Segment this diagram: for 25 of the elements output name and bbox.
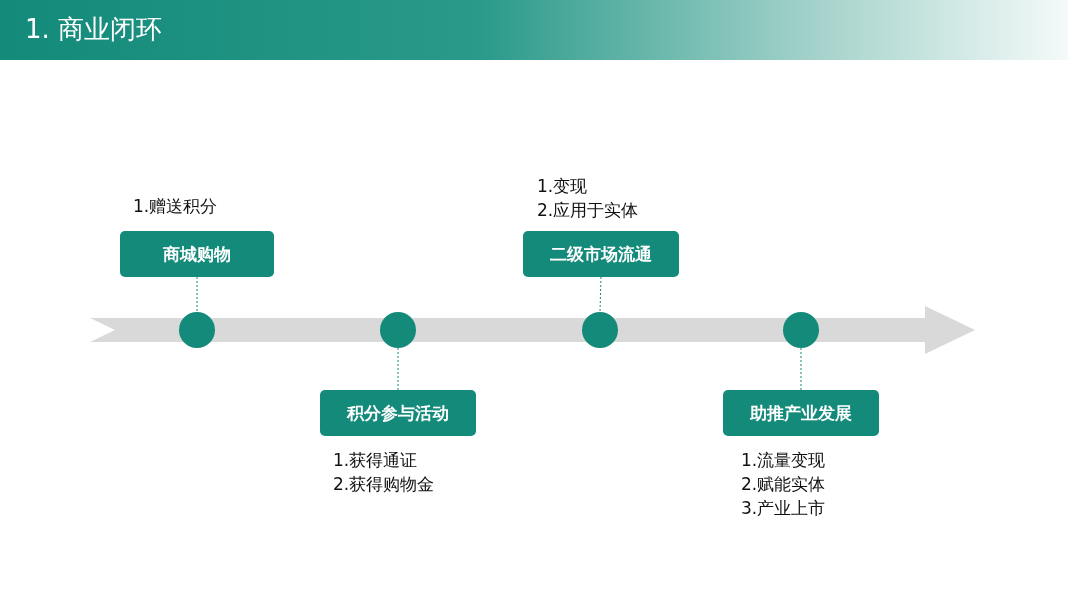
stage-label: 助推产业发展 [750, 401, 852, 425]
connector-line [397, 347, 399, 391]
stage-label: 积分参与活动 [347, 401, 449, 425]
timeline-dot [179, 312, 215, 348]
timeline-dot [783, 312, 819, 348]
connector-line [800, 347, 802, 391]
stage-label: 商城购物 [163, 242, 231, 266]
stage-box [523, 231, 679, 277]
stage-box [120, 231, 274, 277]
timeline-dot [582, 312, 618, 348]
note-text: 2.赋能实体 [741, 473, 826, 496]
note-text: 1.流量变现 [741, 449, 826, 472]
note-text: 1.获得通证 [333, 449, 418, 472]
note-text: 2.应用于实体 [537, 199, 639, 222]
timeline-dot [380, 312, 416, 348]
title: 1. 商业闭环 [25, 13, 163, 45]
note-text: 2.获得购物金 [333, 473, 435, 496]
connector-line [599, 276, 602, 313]
note-text: 1.赠送积分 [133, 195, 218, 218]
connector-line [196, 276, 198, 313]
stage-box [723, 390, 879, 436]
note-text: 3.产业上市 [741, 497, 826, 520]
stage-box [320, 390, 476, 436]
stage-label: 二级市场流通 [550, 242, 652, 266]
note-text: 1.变现 [537, 175, 588, 198]
